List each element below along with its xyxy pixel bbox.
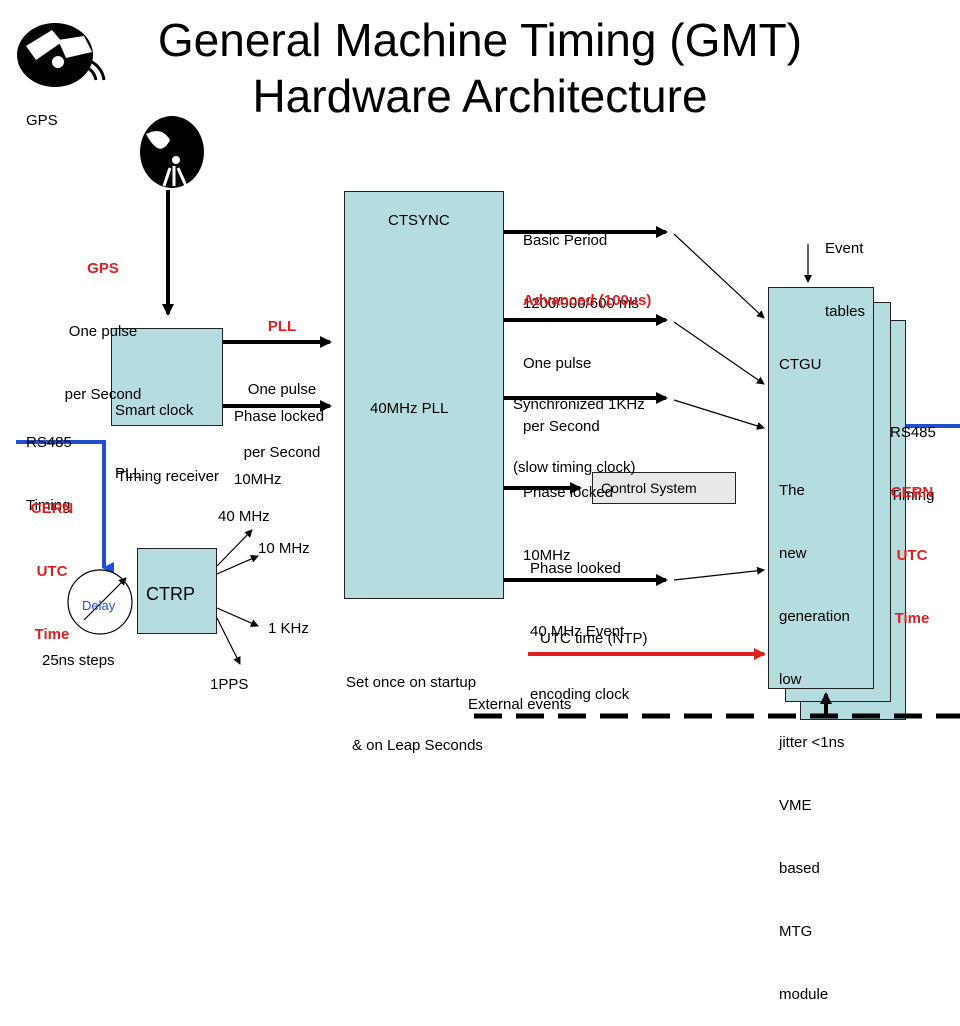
- ctrp-label: CTRP: [146, 584, 195, 604]
- pll-pulse-line1: One pulse: [247, 381, 317, 398]
- ctgu-line3: The: [779, 482, 805, 499]
- ctgu-line1: CTGU: [779, 356, 822, 373]
- ctgu-line2: [779, 417, 850, 438]
- basic-period-line1: Basic Period: [523, 232, 608, 249]
- steps-label: 25ns steps: [42, 652, 115, 669]
- rs485-left-line1: RS485: [26, 434, 72, 451]
- delay-label: Delay: [82, 598, 116, 613]
- ctgu-line10: MTG: [779, 923, 813, 940]
- cern-left-line1: CERN: [30, 500, 74, 517]
- ctrp-box: [137, 548, 217, 634]
- cern-left-line3: Time: [34, 626, 70, 643]
- cern-right-line2: UTC: [896, 547, 928, 564]
- phase-looked-line1: Phase looked: [530, 560, 621, 577]
- ctsync-label: CTSYNC: [388, 212, 450, 229]
- phase-looked-line2: 40 MHz Event: [530, 623, 625, 640]
- ctgu-line9: based: [779, 860, 820, 877]
- smart-clock-label: Smart clock PLL: [115, 358, 193, 505]
- smart-clock-line1: Smart clock: [115, 402, 194, 419]
- ctgu-line8: VME: [779, 797, 812, 814]
- phase-locked-right-label: Phase locked 10MHz: [523, 440, 613, 587]
- output-40mhz-label: 40 MHz: [218, 508, 270, 525]
- pll-pulse-heading: PLL: [267, 318, 297, 335]
- advanced-heading: Advanced (100us): [523, 292, 652, 309]
- external-events-label: External events: [468, 696, 572, 713]
- phase-locked-right-line2: 10MHz: [523, 547, 571, 564]
- sync-1khz-line2: (slow timing clock): [513, 459, 636, 476]
- advanced-line2: per Second: [523, 418, 600, 435]
- ctgu-line5: generation: [779, 608, 850, 625]
- output-1pps-label: 1PPS: [210, 676, 249, 693]
- ctsync-pll-label: 40MHz PLL: [370, 400, 449, 417]
- set-once-label: Set once on startup & on Leap Seconds: [346, 630, 483, 777]
- satellite-icon: [17, 23, 106, 87]
- cern-left-label: CERN UTC Time: [20, 456, 84, 666]
- gps-label: GPS: [26, 112, 58, 129]
- pll-pulse-line2: per Second: [243, 444, 321, 461]
- phase-looked-line3: encoding clock: [530, 686, 630, 703]
- rs485-right-line2: Timing: [890, 487, 935, 504]
- page-title: General Machine Timing (GMT) Hardware Ar…: [0, 12, 960, 124]
- gps-pulse-label: GPS One pulse per Second: [58, 216, 148, 426]
- rs485-left-label: RS485 Timing: [26, 390, 72, 537]
- cern-right-label: CERN UTC Time: [880, 440, 944, 650]
- advanced-line1: One pulse: [523, 355, 592, 372]
- set-once-line2: & on Leap Seconds: [352, 737, 483, 754]
- cern-left-line2: UTC: [36, 563, 68, 580]
- ctgu-card: [768, 287, 874, 689]
- title-line-1: General Machine Timing (GMT): [157, 14, 803, 66]
- output-10mhz-label: 10 MHz: [258, 540, 310, 557]
- satellite-dish-icon: [140, 116, 204, 188]
- timing-receiver-label: Timing receiver: [117, 468, 219, 485]
- phase-looked-label: Phase looked 40 MHz Event encoding clock: [530, 516, 629, 726]
- advanced-label: Advanced (100us) One pulse per Second: [523, 248, 651, 458]
- ctgu-line6: low: [779, 671, 802, 688]
- phase-locked-right-line1: Phase locked: [523, 484, 614, 501]
- basic-period-label: Basic Period 1200/900/600 ms: [523, 188, 639, 335]
- gps-pulse-line1: One pulse: [68, 323, 138, 340]
- smart-clock-box: [111, 328, 223, 426]
- phase-locked-left-line2: 10MHz: [234, 471, 282, 488]
- set-once-line1: Set once on startup: [346, 674, 477, 691]
- cern-right-line1: CERN: [890, 484, 934, 501]
- ctgu-line7: jitter <1ns: [779, 734, 845, 751]
- rs485-right-label: RS485 Timing: [890, 380, 936, 527]
- smart-clock-line2: PLL: [115, 465, 142, 482]
- pll-pulse-label: PLL One pulse per Second: [230, 274, 334, 484]
- title-line-2: Hardware Architecture: [252, 70, 708, 122]
- ctgu-line11: module: [779, 986, 829, 1003]
- phase-locked-left-label: Phase locked 10MHz: [234, 364, 324, 511]
- sync-1khz-line1: Synchronized 1KHz: [513, 396, 645, 413]
- cern-right-line3: Time: [894, 610, 930, 627]
- sync-1khz-label: Synchronized 1KHz (slow timing clock): [513, 352, 645, 499]
- rs485-right-line1: RS485: [890, 424, 936, 441]
- output-1khz-label: 1 KHz: [268, 620, 309, 637]
- rs485-left-line2: Timing: [26, 497, 71, 514]
- connection-lines: [16, 23, 960, 719]
- utc-ntp-label: UTC time (NTP): [540, 630, 648, 647]
- phase-locked-left-line1: Phase locked: [234, 408, 325, 425]
- gps-pulse-line2: per Second: [64, 386, 142, 403]
- basic-period-line2: 1200/900/600 ms: [523, 295, 639, 312]
- event-tables-line2: tables: [825, 303, 866, 320]
- event-tables-label: Event tables: [825, 196, 865, 343]
- ctsync-box: [344, 191, 504, 599]
- control-system-label: Control System: [601, 480, 697, 496]
- gps-pulse-heading: GPS: [87, 260, 119, 277]
- ctgu-line4: new: [779, 545, 807, 562]
- event-tables-line1: Event: [825, 240, 864, 257]
- ctgu-label: CTGU The new generation low jitter <1ns …: [779, 312, 850, 1026]
- control-system-box: [592, 472, 736, 504]
